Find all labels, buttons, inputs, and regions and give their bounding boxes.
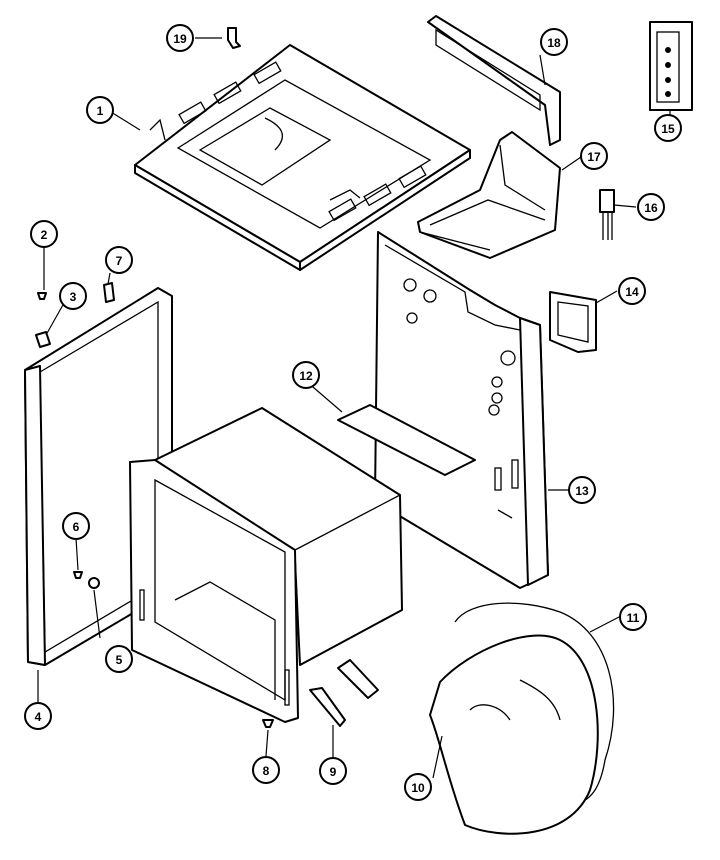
leader-lines	[37, 37, 671, 779]
callout-5: 5	[105, 645, 133, 673]
callout-19: 19	[166, 24, 194, 52]
callout-circle	[105, 645, 133, 673]
callout-7: 7	[105, 246, 133, 274]
callout-circle	[540, 28, 568, 56]
callout-label: 16	[644, 201, 658, 215]
callout-label: 2	[41, 228, 48, 242]
callout-label: 10	[411, 781, 425, 795]
callout-circle	[568, 476, 596, 504]
callout-15: 15	[654, 114, 682, 142]
part-5-grommet	[88, 577, 100, 589]
callout-16: 16	[637, 193, 665, 221]
callout-label: 13	[575, 484, 589, 498]
callout-circle	[292, 361, 320, 389]
part-17-vent-duct	[417, 131, 561, 259]
callout-6: 6	[62, 512, 90, 540]
callout-12: 12	[292, 361, 320, 389]
callout-18: 18	[540, 28, 568, 56]
part-3-clip	[35, 331, 51, 348]
callout-circle	[86, 96, 114, 124]
callout-label: 4	[35, 710, 42, 724]
part-9-hinge	[309, 659, 379, 727]
callout-4: 4	[24, 702, 52, 730]
callout-circle	[59, 282, 87, 310]
callout-3: 3	[59, 282, 87, 310]
part-2-screw	[37, 292, 47, 300]
callout-label: 1	[97, 104, 104, 118]
callout-label: 5	[116, 653, 123, 667]
callout-circle	[252, 756, 280, 784]
part-18-vent-duct	[427, 15, 561, 146]
callout-label: 17	[587, 150, 601, 164]
part-14-bracket	[549, 291, 597, 353]
part-6-screw	[73, 571, 83, 579]
callout-14: 14	[618, 277, 646, 305]
oven-cavity	[129, 407, 403, 723]
callout-label: 14	[625, 285, 639, 299]
callout-11: 11	[619, 603, 647, 631]
part-12-base-shelf	[337, 404, 476, 476]
callout-circle	[619, 603, 647, 631]
part-16-switch	[599, 189, 615, 240]
callout-label: 6	[73, 520, 80, 534]
part-1-top-panel	[134, 44, 471, 271]
callout-label: 8	[263, 764, 270, 778]
callout-circle	[24, 702, 52, 730]
part-10-insulation	[429, 634, 599, 835]
callout-circle	[637, 193, 665, 221]
callout-label: 7	[116, 254, 123, 268]
callout-13: 13	[568, 476, 596, 504]
part-7-clip	[103, 282, 115, 303]
callout-circle	[166, 24, 194, 52]
callout-circle	[62, 512, 90, 540]
part-15-terminal-block	[649, 21, 693, 111]
callout-17: 17	[580, 142, 608, 170]
callout-circle	[30, 220, 58, 248]
callout-circle	[404, 773, 432, 801]
callout-1: 1	[86, 96, 114, 124]
callout-label: 11	[627, 611, 640, 625]
callout-circle	[105, 246, 133, 274]
callout-circle	[618, 277, 646, 305]
part-8-screw	[262, 719, 274, 728]
callout-circle	[319, 757, 347, 785]
callout-10: 10	[404, 773, 432, 801]
callout-label: 19	[173, 32, 187, 46]
part-19-clip	[227, 27, 241, 49]
callout-circle	[580, 142, 608, 170]
callout-label: 18	[547, 36, 561, 50]
callout-label: 15	[661, 122, 675, 136]
callout-label: 9	[330, 765, 337, 779]
callout-label: 12	[299, 369, 313, 383]
callout-circle	[654, 114, 682, 142]
callout-8: 8	[252, 756, 280, 784]
callout-label: 3	[70, 290, 77, 304]
callout-2: 2	[30, 220, 58, 248]
callout-9: 9	[319, 757, 347, 785]
part-11-gasket	[454, 602, 615, 806]
